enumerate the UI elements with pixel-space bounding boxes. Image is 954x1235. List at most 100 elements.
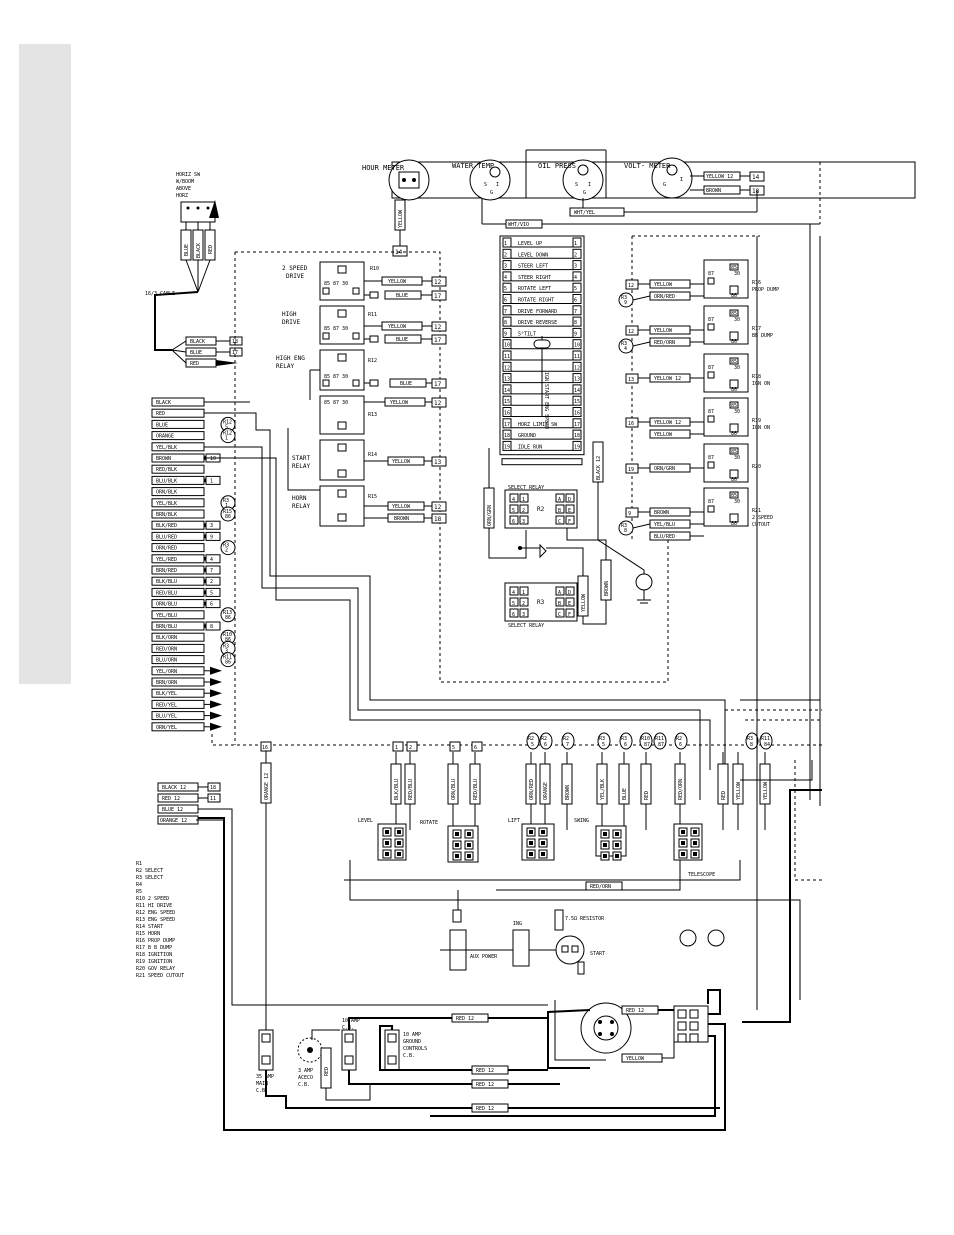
strip-right-terminal: [572, 373, 582, 384]
strip-right-number: 8: [574, 320, 577, 326]
bottom-wire-label: RED/ORN: [678, 779, 684, 800]
bottom-tag-text: R3: [599, 736, 605, 742]
harness-tag-text: R15: [223, 509, 232, 515]
right-relay-wire-label: YELLOW: [654, 282, 673, 288]
svg-text:85 87 30: 85 87 30: [324, 326, 348, 332]
strip-side-text: IGN START ENG SPEED: [543, 372, 549, 429]
svg-text:10 AMP: 10 AMP: [403, 1032, 421, 1038]
harness-term-label: 10: [210, 456, 216, 462]
svg-text:DRIVE: DRIVE: [282, 319, 300, 326]
legend-line: R16 PROP DUMP: [136, 938, 175, 944]
strip-right-terminal: [572, 384, 582, 395]
relay-pin: [707, 461, 715, 469]
relay-pin-label: 87: [708, 271, 714, 277]
svg-text:4: 4: [512, 497, 515, 503]
strip-right-number: 1: [574, 241, 577, 247]
svg-text:B: B: [558, 508, 561, 514]
harness-wire-label: BLACK: [156, 400, 171, 406]
relay-pin: [729, 285, 739, 295]
r11-term-12: 12: [434, 324, 442, 331]
block-pin-fill: [529, 852, 533, 856]
relay-pin-label: 30: [734, 409, 740, 415]
harness-wire-label: BRN/RED: [156, 568, 177, 574]
right-relay-wire-label: RED/ORN: [654, 340, 675, 346]
r12-wire-blue: BLUE: [400, 381, 412, 387]
harness-wire-label: BLK/YEL: [156, 691, 177, 697]
relay-r13-id: R13: [368, 412, 377, 418]
volt-wire-2: BROWN: [706, 188, 721, 194]
right-relay-wire-label: YELLOW 12: [654, 376, 681, 382]
strip-left-terminal: [502, 327, 512, 338]
svg-text:F: F: [568, 519, 571, 525]
svg-text:ACECO: ACECO: [298, 1075, 313, 1081]
svg-text:HIGH ENG: HIGH ENG: [276, 355, 305, 362]
horiz-out-blue: BLUE: [190, 350, 202, 356]
bottom-relay-tag: [639, 732, 653, 750]
block-pin-fill: [467, 843, 471, 847]
svg-text:3: 3: [522, 612, 525, 618]
strip-right-number: 3: [574, 264, 577, 270]
right-relay-tag-text: 9: [624, 300, 627, 306]
aux-power-label: AUX POWER: [470, 954, 498, 960]
svg-text:RED: RED: [324, 1067, 330, 1076]
control-blocks: LEVEL ROTATE LIFT SWING TELESCOPE RED/OR…: [344, 818, 801, 1000]
right-relay-label: 2 SPEED: [752, 515, 773, 521]
relay-pin-label: 30: [734, 317, 740, 323]
relay-pin-label: 85: [731, 311, 737, 317]
ignition-area: AUX POWER ING 7.5Ω RESISTOR START: [440, 890, 725, 1061]
right-relay-label: IGN ON: [752, 425, 770, 431]
harness-tag-text: R3: [223, 498, 229, 504]
volt-meter-label: VOLT- METER: [624, 162, 671, 170]
svg-text:C: C: [558, 612, 561, 618]
relay-r11: R11 HIGH DRIVE 85 87 30 YELLOW 12 BLUE 1…: [282, 305, 447, 345]
strip-right-number: 17: [574, 422, 580, 428]
block-pin-fill: [529, 841, 533, 845]
svg-text:D: D: [568, 590, 571, 596]
svg-text:S: S: [575, 182, 578, 188]
strip-right-terminal: [572, 418, 582, 429]
connector-yellow-wire: YELLOW: [626, 1056, 645, 1062]
harness-wire-label: RED: [156, 411, 165, 417]
bottom-wire-label: RED: [644, 791, 650, 800]
svg-text:I: I: [588, 182, 591, 188]
swing-label: SWING: [574, 818, 589, 824]
strip-right-number: 15: [574, 399, 580, 405]
bottom-wire-orange: ORANGE 12: [264, 773, 270, 800]
relay-pin-label: 86: [731, 339, 737, 345]
relay-pin-label: 30: [734, 365, 740, 371]
harness-wire-box: [151, 632, 205, 642]
harness-wire-label: YEL/RED: [156, 557, 177, 563]
harness-wire-label: YEL/BLU: [156, 613, 177, 619]
strip-left-number: 15: [504, 399, 510, 405]
relay-pin: [707, 277, 715, 285]
relay-r10: R10 2 SPEED DRIVE 85 87 30 YELLOW 12 BLU…: [282, 261, 447, 301]
strip-right-terminal: [572, 294, 582, 304]
strip-right-number: 5: [574, 286, 577, 292]
r10-term-17: 17: [434, 293, 442, 300]
breaker-red-wire-3: RED 12: [476, 1082, 494, 1088]
harness-wire-box: [151, 610, 205, 620]
relay-pin-label: 86: [731, 387, 737, 393]
harness-tag-text: 5: [225, 424, 228, 430]
harness-wire-label: BRN/BLK: [156, 512, 177, 518]
strip-left-terminal: [502, 237, 512, 248]
right-relay-wire-label: YELLOW: [654, 432, 673, 438]
svg-text:C.B.: C.B.: [256, 1088, 268, 1094]
strip-left-terminal: [502, 294, 512, 304]
r15-term-12: 12: [434, 504, 442, 511]
wht-yel-wire: WHT/YEL: [574, 210, 595, 216]
harness-term-box: [205, 520, 221, 530]
right-relay-wire-label: ORN/GRN: [654, 466, 675, 472]
relay-r14-id: R14: [368, 452, 377, 458]
harness-wire-box: [151, 509, 205, 519]
harness-arrow: [210, 722, 222, 731]
block-pin-fill: [385, 830, 389, 834]
right-relay-body: [703, 487, 749, 527]
legend-line: R5: [136, 889, 142, 895]
r12-wire-yellow: YELLOW: [390, 400, 409, 406]
harness-tag-text: R3: [223, 543, 229, 549]
r15-wire-yellow: YELLOW: [392, 504, 411, 510]
harness-wire-label: BLU/BLK: [156, 478, 177, 484]
